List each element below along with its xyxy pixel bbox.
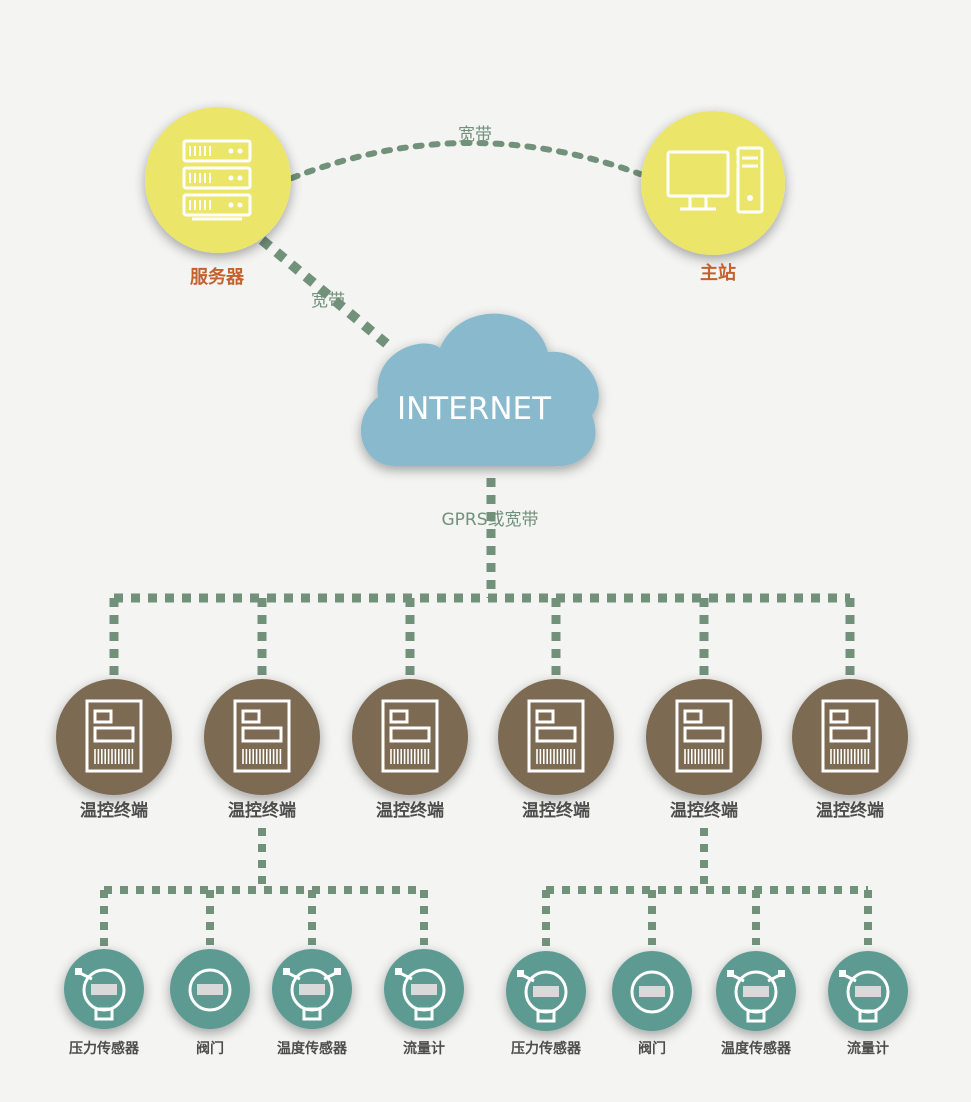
device-label: 阀门 xyxy=(196,1040,224,1057)
terminal-node: 温控终端 xyxy=(646,679,762,821)
meter-terminal-icon xyxy=(821,699,879,773)
terminal-node: 温控终端 xyxy=(352,679,468,821)
device-node: 温度传感器 xyxy=(272,949,352,1057)
device-node: 压力传感器 xyxy=(506,951,586,1057)
terminal-row: 温控终端 温控终端 温控终端 温控终端 温控终端 温控终端 xyxy=(56,679,908,821)
connectors xyxy=(100,140,872,948)
master-station-node: 主站 xyxy=(641,111,785,284)
pressure-sensor-icon xyxy=(75,968,126,1021)
terminal-label: 温控终端 xyxy=(80,800,148,821)
terminal-label: 温控终端 xyxy=(816,800,884,821)
meter-terminal-icon xyxy=(381,699,439,773)
link-label-server-master: 宽带 xyxy=(458,125,492,145)
server-icon xyxy=(182,139,252,221)
terminal-label: 温控终端 xyxy=(522,800,590,821)
link-server-master xyxy=(289,140,643,181)
device-node: 压力传感器 xyxy=(64,949,144,1057)
device-label: 温度传感器 xyxy=(277,1040,348,1057)
device-row: 压力传感器 阀门 温度传感器 流量计 压力传感器 阀门 温度传感器 流量计 xyxy=(64,949,908,1057)
terminal-node: 温控终端 xyxy=(204,679,320,821)
server-node: 服务器 xyxy=(145,107,291,288)
master-station-label: 主站 xyxy=(700,262,736,284)
link-label-server-internet: 宽带 xyxy=(311,291,345,311)
temperature-sensor-icon xyxy=(283,968,341,1021)
terminal-label: 温控终端 xyxy=(670,800,738,821)
terminal-node: 温控终端 xyxy=(792,679,908,821)
device-node: 阀门 xyxy=(170,949,250,1057)
link-server-internet xyxy=(258,236,392,349)
valve-icon xyxy=(188,968,232,1012)
device-label: 流量计 xyxy=(847,1040,889,1057)
device-node: 阀门 xyxy=(612,951,692,1057)
computer-icon xyxy=(666,146,764,214)
device-label: 阀门 xyxy=(638,1040,666,1057)
terminal-node: 温控终端 xyxy=(498,679,614,821)
device-label: 压力传感器 xyxy=(69,1040,140,1057)
link-label-internet-terminals: GPRS或宽带 xyxy=(441,510,538,530)
terminal-node: 温控终端 xyxy=(56,679,172,821)
meter-terminal-icon xyxy=(675,699,733,773)
meter-terminal-icon xyxy=(85,699,143,773)
terminal-label: 温控终端 xyxy=(376,800,444,821)
valve-icon xyxy=(630,970,674,1014)
internet-label: INTERNET xyxy=(397,391,552,427)
terminal-label: 温控终端 xyxy=(228,800,296,821)
device-label: 压力传感器 xyxy=(511,1040,582,1057)
meter-terminal-icon xyxy=(233,699,291,773)
pressure-sensor-icon xyxy=(517,970,568,1023)
flowmeter-icon xyxy=(839,970,890,1023)
internet-cloud xyxy=(360,313,599,467)
server-label: 服务器 xyxy=(190,266,245,288)
flowmeter-icon xyxy=(395,968,446,1021)
device-node: 流量计 xyxy=(384,949,464,1057)
device-label: 流量计 xyxy=(403,1040,445,1057)
temperature-sensor-icon xyxy=(727,970,785,1023)
device-node: 流量计 xyxy=(828,951,908,1057)
device-node: 温度传感器 xyxy=(716,951,796,1057)
meter-terminal-icon xyxy=(527,699,585,773)
device-label: 温度传感器 xyxy=(721,1040,792,1057)
